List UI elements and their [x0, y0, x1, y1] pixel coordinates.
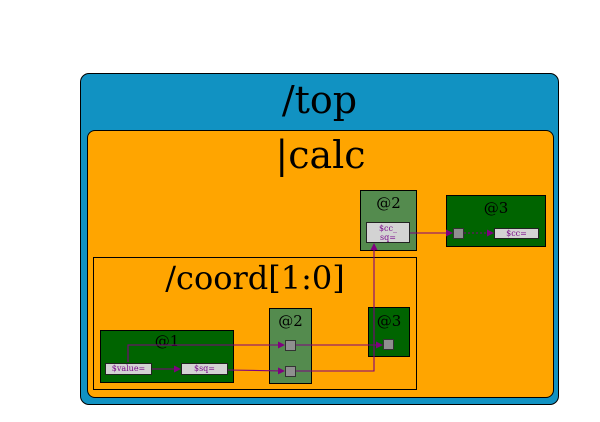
- cc-sq-line-2: sq=: [380, 233, 396, 242]
- stage-2-inner-label: @2: [278, 312, 303, 330]
- stage-1-label: @1: [154, 332, 180, 350]
- stage-3-outer-port: [453, 228, 464, 239]
- cc-signal-node: $cc=: [494, 228, 539, 239]
- stage-2-inner-port-top: [285, 340, 296, 351]
- top-scope-label: /top: [281, 78, 358, 122]
- stage-2-outer-label: @2: [376, 194, 401, 212]
- sq-signal-node: $sq=: [181, 363, 228, 375]
- stage-2-inner-port-bottom: [285, 366, 296, 377]
- stage-3-inner: @3: [368, 307, 410, 357]
- stage-3-inner-port: [383, 339, 394, 350]
- coord-scope-label: /coord[1:0]: [165, 259, 345, 297]
- stage-1: @1: [100, 330, 234, 383]
- stage-3-outer-label: @3: [483, 199, 509, 217]
- value-signal-node: $value=: [105, 363, 152, 375]
- stage-3-outer: @3: [446, 195, 546, 247]
- cc-sq-line-1: $cc_: [378, 224, 398, 233]
- calc-pipeline-label: |calc: [275, 133, 366, 177]
- stage-3-inner-label: @3: [376, 312, 402, 330]
- cc-sq-signal-node: $cc_ sq=: [366, 222, 410, 243]
